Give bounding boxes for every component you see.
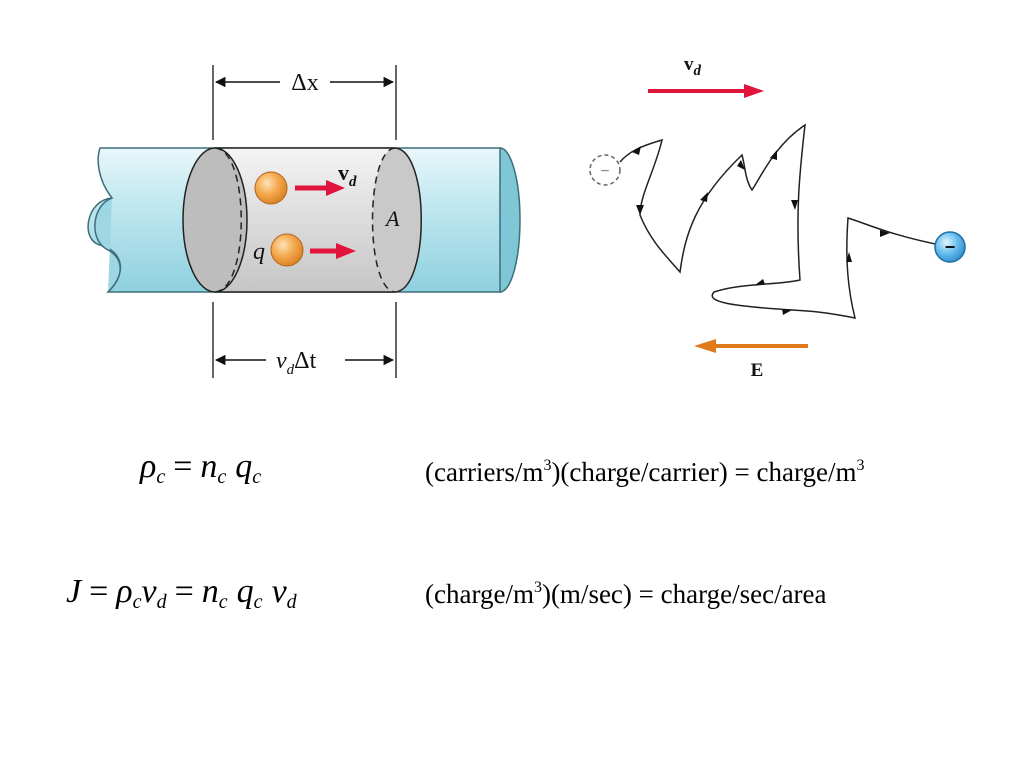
- drift-velocity-arrow: [648, 84, 764, 98]
- slab-right-face: [372, 148, 422, 292]
- electric-field-label: E: [751, 360, 764, 381]
- electron-start-sign: −: [600, 163, 609, 180]
- velocity-label: vd: [338, 160, 357, 190]
- delta-x-dimension: Δx: [214, 70, 395, 96]
- diagrams: vd q A Δx vdΔt vd: [87, 54, 966, 381]
- velocity-arrow-bottom: [310, 243, 356, 259]
- vd-dt-label: vdΔt: [276, 348, 317, 378]
- charge-bottom: [270, 233, 304, 267]
- tube-broken-end: [94, 197, 121, 293]
- cylinder-diagram: vd q A Δx vdΔt: [87, 65, 521, 378]
- current-density-units: (charge/m3)(m/sec) = charge/sec/area: [425, 579, 827, 609]
- delta-x-label: Δx: [291, 70, 318, 96]
- vd-dt-dimension: vdΔt: [214, 348, 395, 378]
- drift-velocity-label: vd: [684, 54, 702, 79]
- charge-label: q: [253, 239, 265, 265]
- electron-end-sign: −: [945, 237, 956, 257]
- velocity-arrow-top: [295, 180, 345, 196]
- drift-diagram: vd − − E: [589, 54, 966, 381]
- slab-left-face: [182, 147, 248, 293]
- charge-top: [254, 171, 288, 205]
- electron-start: [589, 154, 621, 186]
- electric-field-arrow: [694, 339, 808, 353]
- electron-path: [619, 123, 946, 319]
- electron-end: [934, 231, 966, 263]
- area-label: A: [384, 206, 400, 231]
- path-arrowheads: [632, 146, 890, 315]
- charge-density-units: (carriers/m3)(charge/carrier) = charge/m…: [425, 457, 865, 487]
